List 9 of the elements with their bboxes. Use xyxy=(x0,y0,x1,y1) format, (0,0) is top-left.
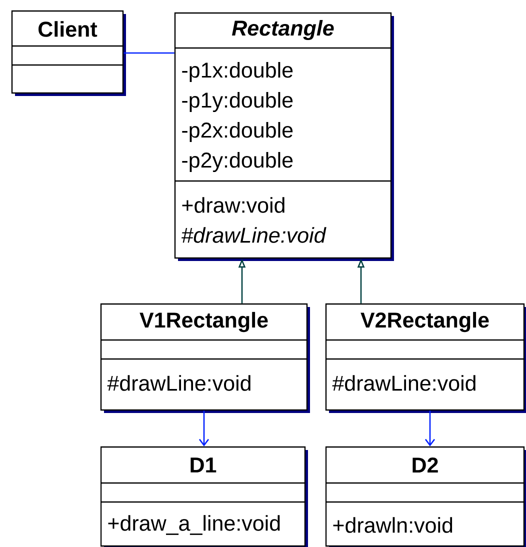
class-box: Rectangle -p1x:double -p1y:double -p2x:double -p2y:double +draw:void #drawLine:void xyxy=(174,12,394,261)
class-box: V2Rectangle #drawLine:void xyxy=(325,303,526,413)
arrow xyxy=(424,410,436,446)
class-box: V1Rectangle #drawLine:void xyxy=(100,303,310,413)
class-box: D2 +drawln:void xyxy=(325,446,526,547)
association-line xyxy=(124,52,174,54)
class-box: D1 +draw_a_line:void xyxy=(100,446,308,547)
arrow xyxy=(198,410,210,446)
class-box: Client xyxy=(11,10,126,96)
